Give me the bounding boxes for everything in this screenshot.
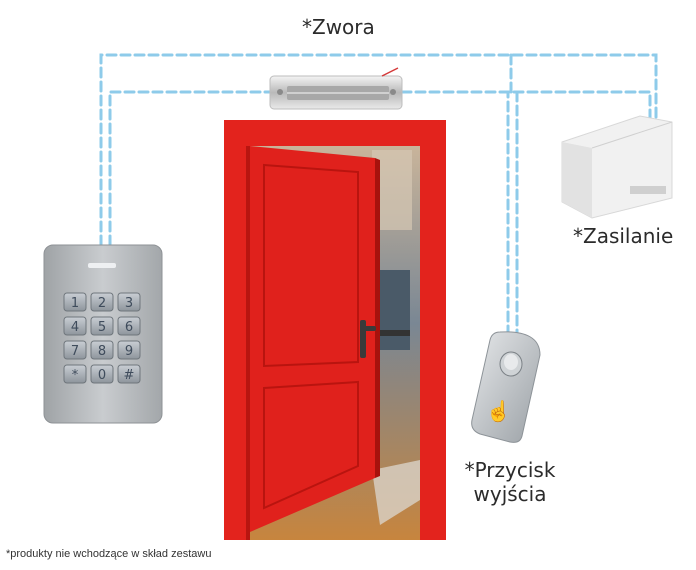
keypad-key-label: 6 bbox=[125, 320, 133, 335]
keypad-key[interactable]: 4 bbox=[63, 316, 87, 336]
keypad-key-label: 9 bbox=[125, 344, 133, 359]
exit-button-label: *Przycisk wyjścia bbox=[464, 458, 556, 506]
keypad-key[interactable]: 3 bbox=[117, 292, 141, 312]
keypad-key[interactable]: * bbox=[63, 364, 87, 384]
magnet-label: *Zwora bbox=[302, 15, 375, 39]
keypad-key-label: 3 bbox=[125, 296, 133, 311]
keypad-key[interactable]: 8 bbox=[90, 340, 114, 360]
keypad-key-label: 8 bbox=[98, 344, 106, 359]
magnetic-lock bbox=[269, 67, 403, 110]
footnote: *produkty nie wchodzące w skład zestawu bbox=[6, 548, 212, 560]
keypad-key[interactable]: # bbox=[117, 364, 141, 384]
keypad-key[interactable]: 6 bbox=[117, 316, 141, 336]
keypad-key-label: # bbox=[124, 368, 135, 383]
door bbox=[250, 146, 380, 532]
keypad-key[interactable]: 2 bbox=[90, 292, 114, 312]
hand-icon: ☝ bbox=[486, 399, 511, 423]
exit-button-label-line2: wyjścia bbox=[473, 482, 547, 506]
keypad-key-label: * bbox=[72, 368, 79, 383]
keypad-key[interactable]: 1 bbox=[63, 292, 87, 312]
keypad-key-label: 2 bbox=[98, 296, 106, 311]
door-handle bbox=[360, 320, 366, 358]
keypad-key-label: 1 bbox=[71, 296, 79, 311]
keypad-keys: 1 2 3 4 5 6 7 8 9 * 0 # bbox=[63, 292, 141, 384]
wiring bbox=[99, 53, 658, 337]
keypad-key-label: 0 bbox=[98, 368, 106, 383]
keypad-key[interactable]: 5 bbox=[90, 316, 114, 336]
exit-button-device: ☝ bbox=[471, 331, 541, 443]
power-supply bbox=[561, 115, 673, 219]
keypad-key-label: 4 bbox=[71, 320, 79, 335]
keypad-key-label: 5 bbox=[98, 320, 106, 335]
keypad-key[interactable]: 0 bbox=[90, 364, 114, 384]
exit-button-label-line1: *Przycisk bbox=[464, 458, 556, 482]
keypad-key[interactable]: 9 bbox=[117, 340, 141, 360]
keypad-key-label: 7 bbox=[71, 344, 79, 359]
keypad-key[interactable]: 7 bbox=[63, 340, 87, 360]
power-supply-label: *Zasilanie bbox=[573, 224, 674, 248]
